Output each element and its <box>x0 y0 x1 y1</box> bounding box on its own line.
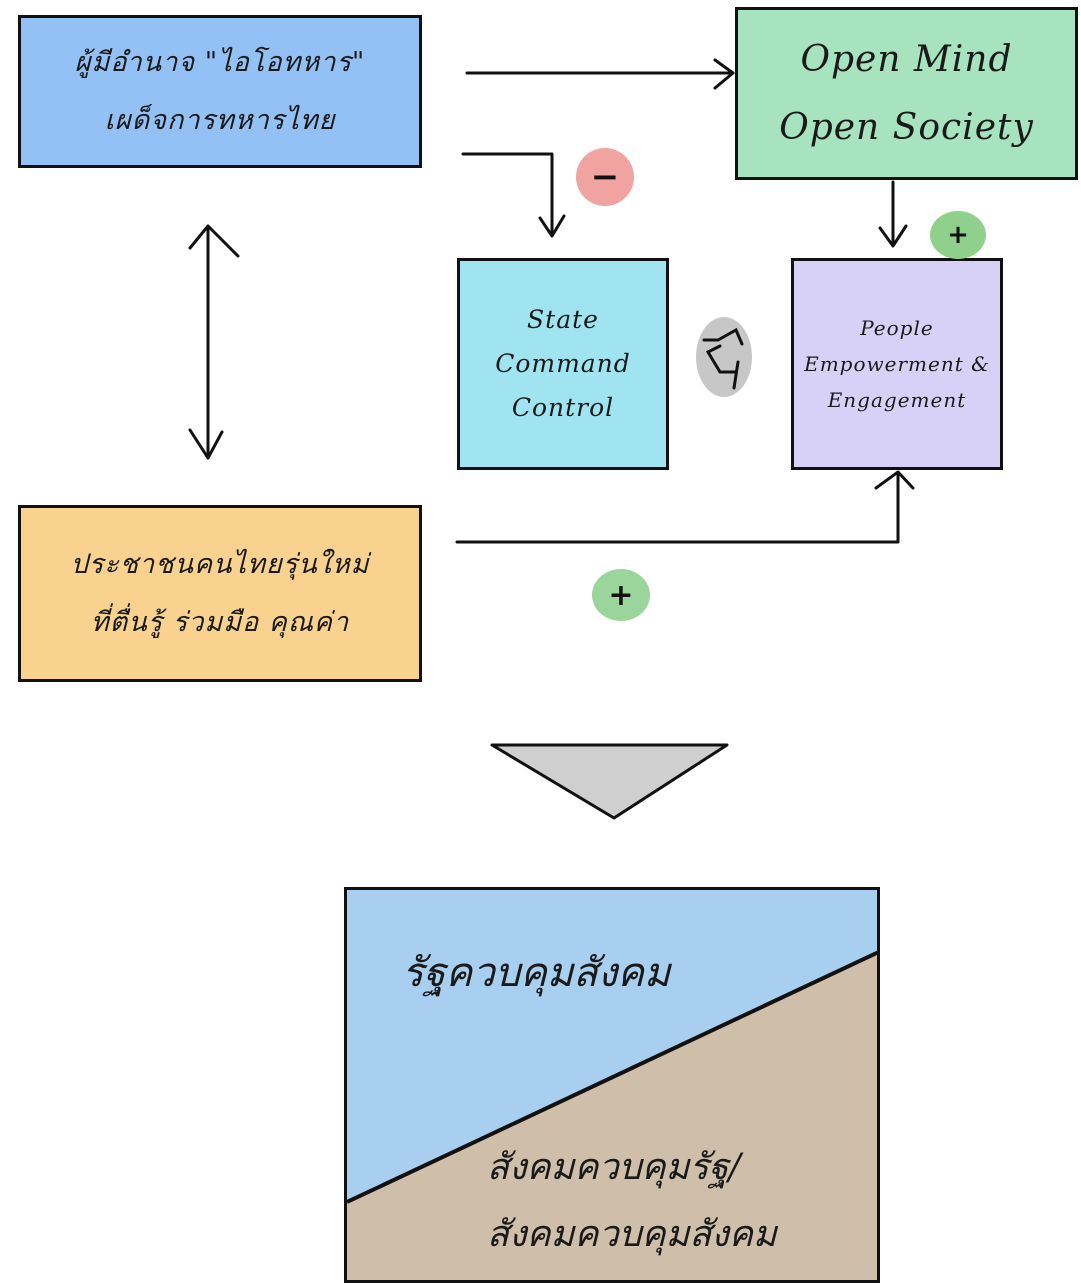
box-state-line-1: State <box>527 305 599 334</box>
minus-badge-icon: − <box>576 148 634 206</box>
result-bottom-label-1: สังคมควบคุมรัฐ/ <box>487 1147 741 1188</box>
result-top-region <box>347 890 877 1202</box>
box-people-line-3: Engagement <box>827 388 967 412</box>
result-split-svg <box>347 890 877 1280</box>
box-state-control: State Command Control <box>457 258 669 470</box>
box-authority-line-2: เผด็จการทหารไทย <box>104 104 336 136</box>
arrow-open-to-people <box>878 180 908 248</box>
box-authority-line-1: ผู้มีอำนาจ "ไอโอทหาร" <box>74 46 366 78</box>
down-triangle <box>490 743 729 820</box>
result-bottom-region <box>347 952 877 1280</box>
arrow-top-to-open <box>465 58 735 90</box>
box-people-empowerment: People Empowerment & Engagement <box>791 258 1003 470</box>
double-arrow-left <box>188 224 240 460</box>
box-people-line-2: Empowerment & <box>804 352 990 376</box>
box-new-generation-line-1: ประชาชนคนไทยรุ่นใหม่ <box>70 548 370 580</box>
plus-badge-icon-bottom: + <box>592 569 650 621</box>
curved-arrow-icon <box>696 317 752 397</box>
box-people-line-1: People <box>860 316 934 340</box>
result-split-box: รัฐควบคุมสังคม สังคมควบคุมรัฐ/ สังคมควบค… <box>344 887 880 1283</box>
box-new-generation: ประชาชนคนไทยรุ่นใหม่ ที่ตื่นรู้ ร่วมมือ … <box>18 505 422 682</box>
box-open-mind-line-2: Open Society <box>779 106 1034 148</box>
arrow-bottom-to-people <box>455 470 915 544</box>
arrow-top-to-state <box>461 152 566 238</box>
box-state-line-3: Control <box>511 393 615 422</box>
box-authority: ผู้มีอำนาจ "ไอโอทหาร" เผด็จการทหารไทย <box>18 15 422 168</box>
plus-badge-icon-top: + <box>930 211 986 259</box>
result-bottom-label-2: สังคมควบคุมสังคม <box>487 1214 777 1255</box>
result-diagonal <box>347 950 877 1204</box>
box-new-generation-line-2: ที่ตื่นรู้ ร่วมมือ คุณค่า <box>90 606 350 638</box>
box-open-mind: Open Mind Open Society <box>735 7 1078 180</box>
box-open-mind-line-1: Open Mind <box>800 38 1013 80</box>
box-state-line-2: Command <box>495 349 631 378</box>
result-top-label: รัฐควบคุมสังคม <box>402 950 671 996</box>
